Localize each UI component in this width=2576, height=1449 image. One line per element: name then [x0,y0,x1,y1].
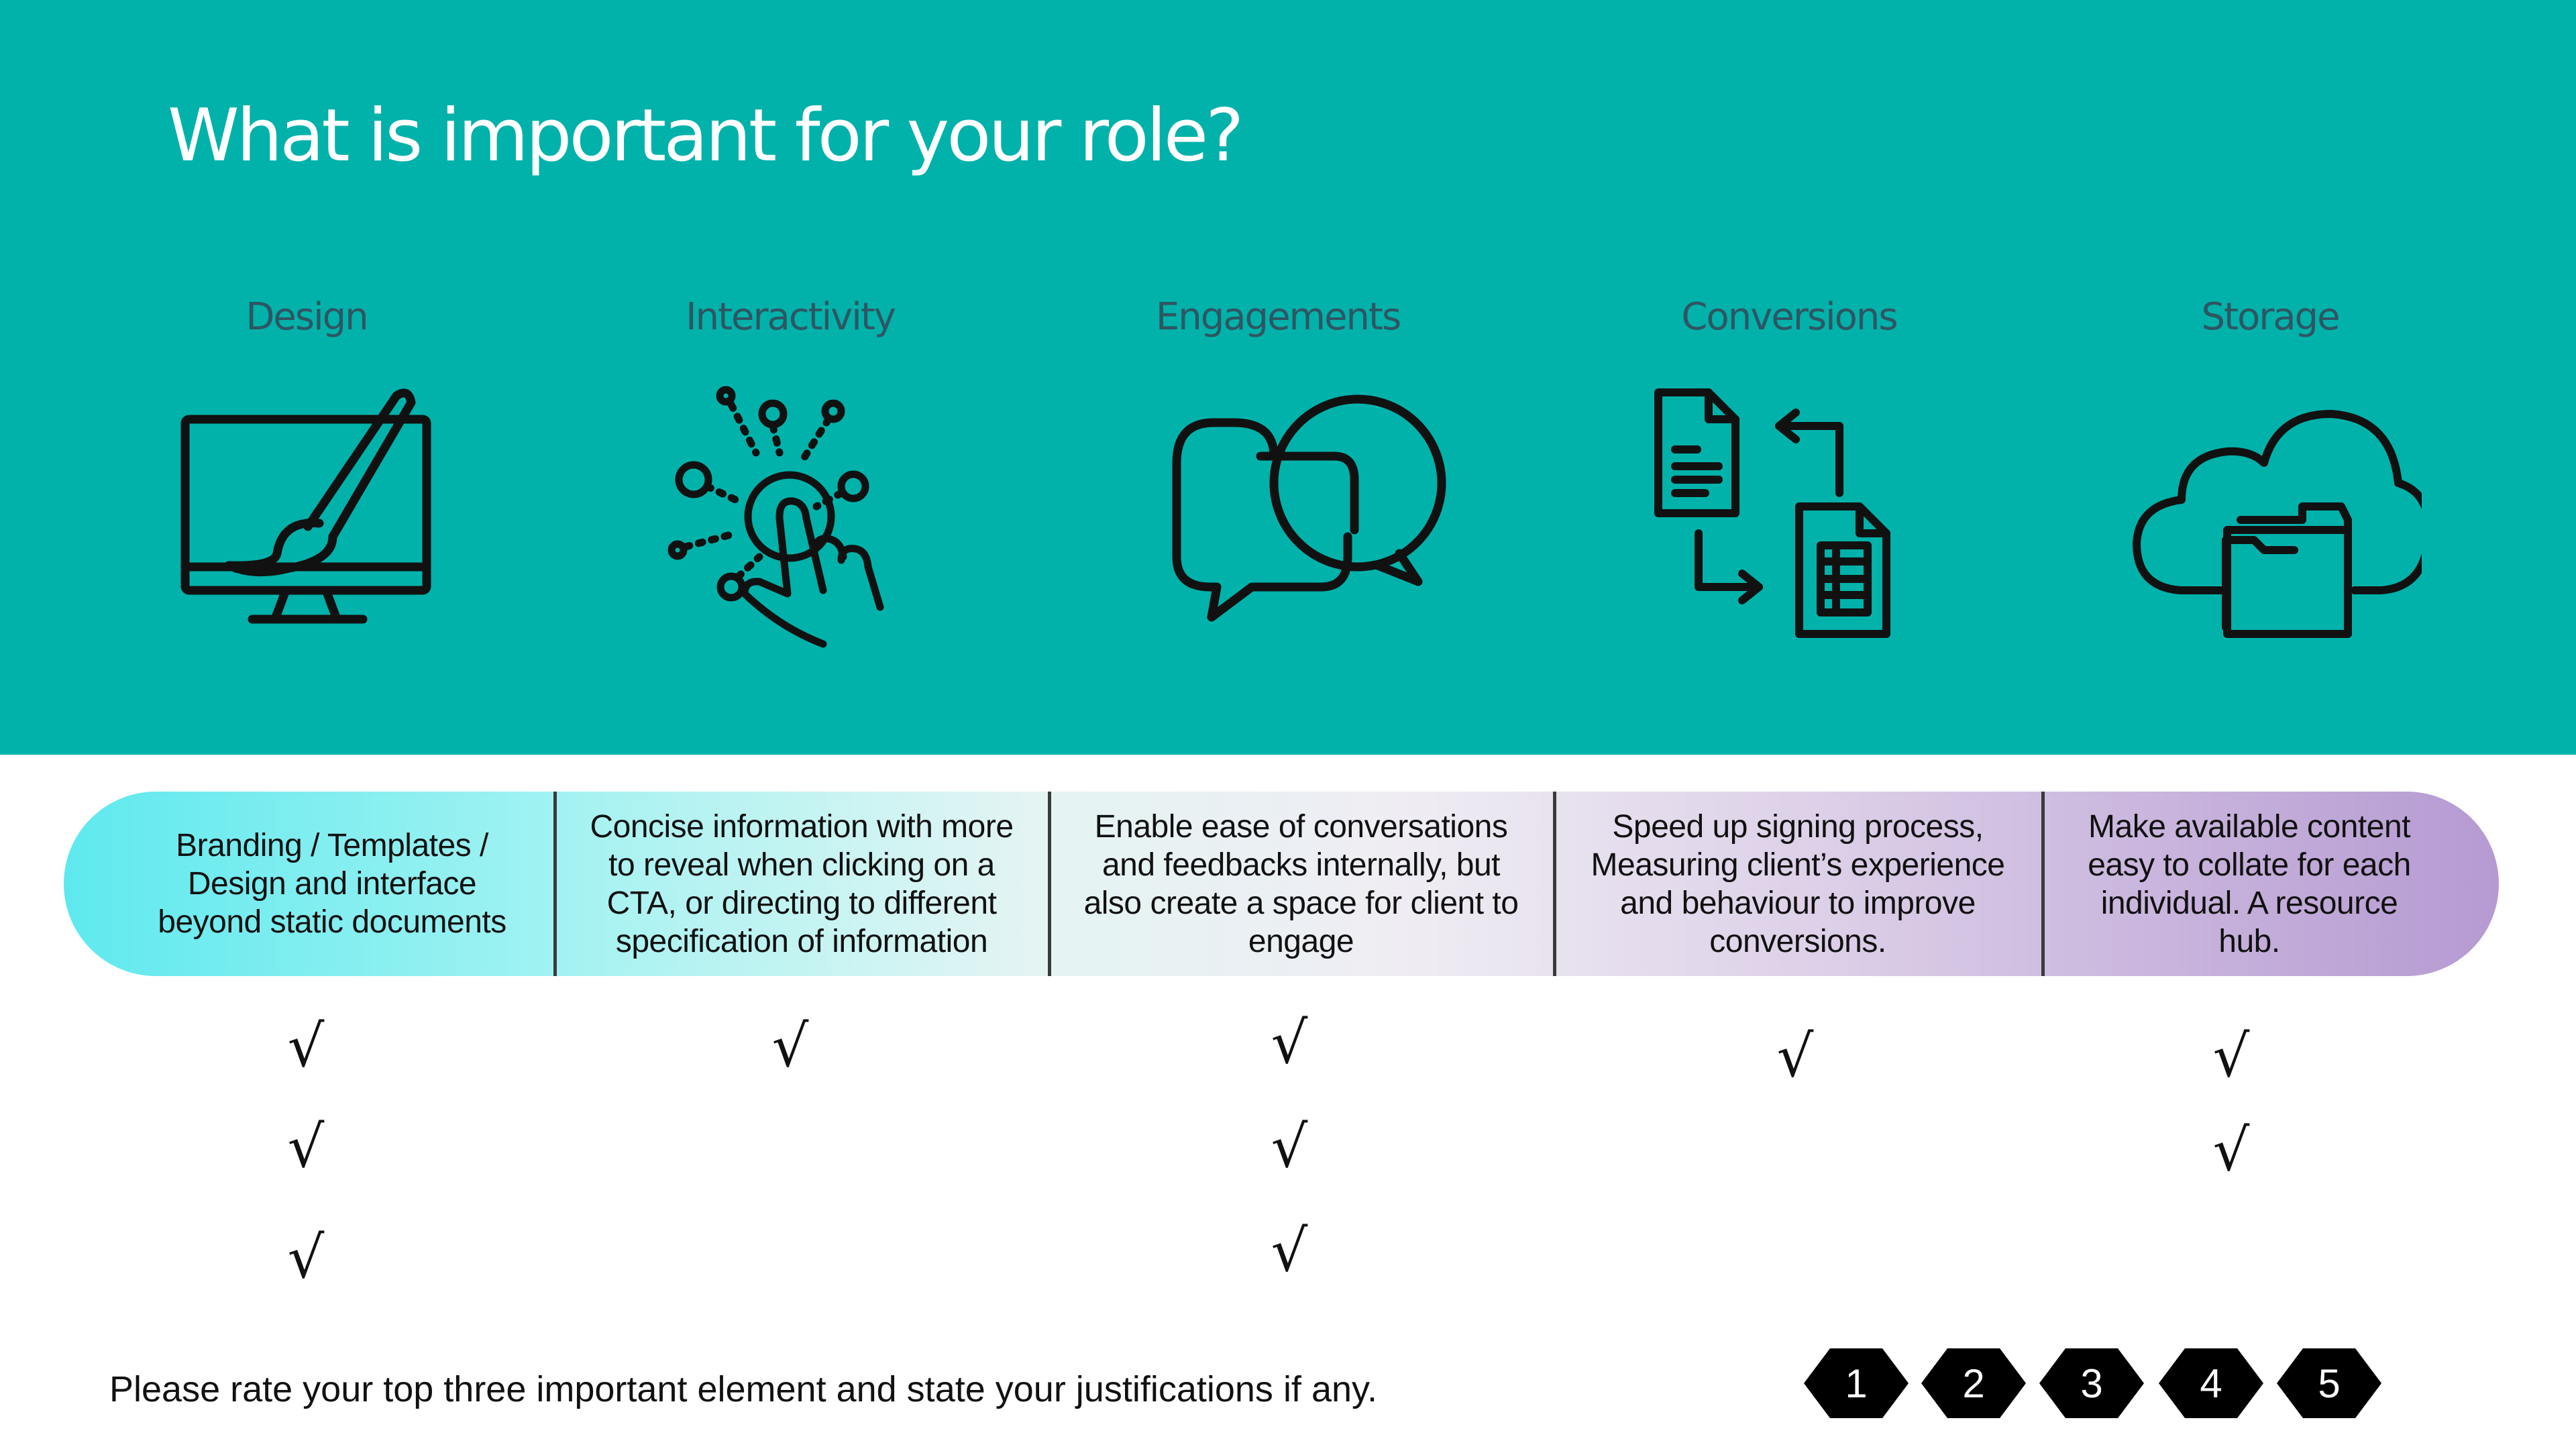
check-mark-storage-2: √ [2212,1117,2250,1184]
cloud-folder-icon [2127,386,2422,654]
description-interactivity: Concise information with more to reveal … [590,808,1014,959]
check-mark-interactivity-1: √ [771,1013,809,1080]
description-storage: Make available content easy to collate f… [2088,808,2411,959]
check-mark-design-3: √ [287,1224,325,1291]
description-design: Branding / Templates / Design and interf… [158,828,506,940]
category-label-engagements: Engagements [1155,295,1401,339]
column-divider [1048,792,1051,976]
description-conversions: Speed up signing process, Measuring clie… [1591,808,2005,959]
check-mark-storage-1: √ [2212,1023,2250,1090]
category-label-interactivity: Interactivity [686,295,896,339]
description-engagements: Enable ease of conversations and feedbac… [1083,808,1519,959]
check-mark-design-1: √ [287,1013,325,1080]
column-divider [553,792,557,976]
category-label-design: Design [246,295,368,339]
rating-badge-3[interactable]: 3 [2039,1348,2144,1418]
column-divider [2041,792,2045,976]
column-divider [1553,792,1556,976]
header-band [0,0,2576,755]
rating-badge-4[interactable]: 4 [2159,1348,2263,1418]
slide-title: What is important for your role? [168,94,1244,178]
check-mark-conversions-1: √ [1776,1023,1814,1090]
touch-hand-icon [665,386,961,654]
description-pill: Branding / Templates / Design and interf… [64,792,2499,976]
category-label-conversions: Conversions [1681,295,1898,339]
check-mark-engagements-2: √ [1271,1114,1308,1181]
footer-instruction: Please rate your top three important ele… [109,1369,1377,1409]
rating-badge-5[interactable]: 5 [2277,1348,2381,1418]
check-mark-engagements-3: √ [1271,1218,1308,1285]
rating-badge-1[interactable]: 1 [1804,1348,1909,1418]
category-label-storage: Storage [2201,295,2340,339]
chat-bubbles-icon [1157,386,1452,654]
rating-badge-2[interactable]: 2 [1921,1348,2026,1418]
document-exchange-icon [1645,386,1940,654]
check-mark-engagements-1: √ [1271,1010,1308,1077]
check-mark-design-2: √ [287,1114,325,1181]
monitor-paintbrush-icon [168,386,464,654]
